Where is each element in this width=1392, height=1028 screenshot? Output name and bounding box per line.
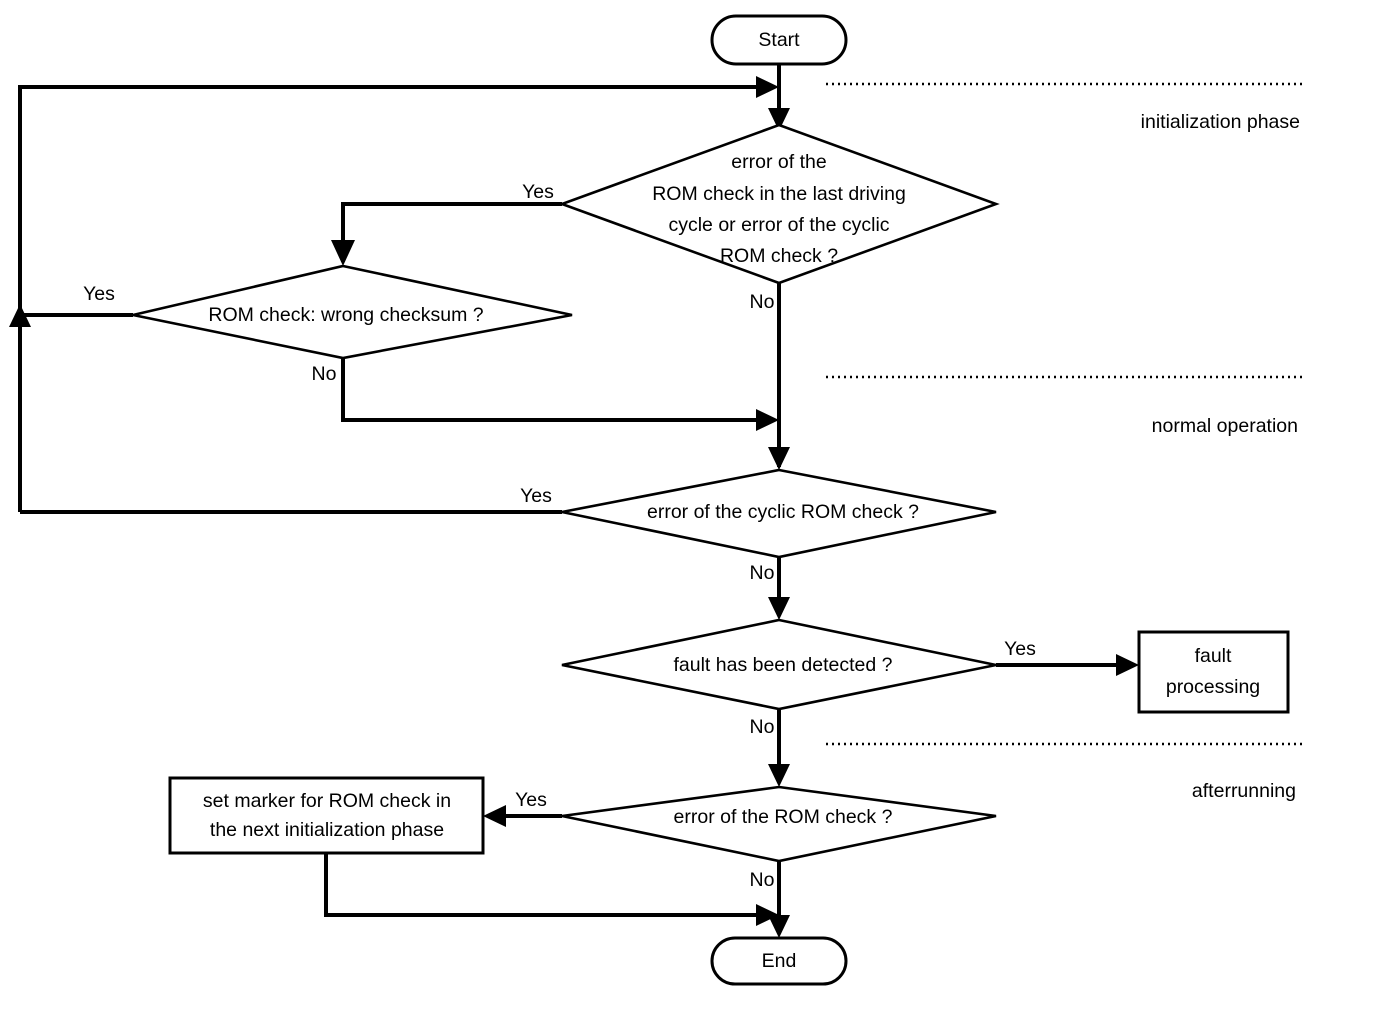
process-set-marker-line-1: set marker for ROM check in: [203, 790, 451, 812]
phase-label-initialization: initialization phase: [1141, 111, 1300, 133]
arrowhead-into-checksum-decision: [331, 240, 355, 266]
arrowhead-into-rom-check-decision: [768, 764, 790, 787]
connector-init-yes-to-checksum: [341, 202, 562, 262]
node-end[interactable]: End: [710, 936, 848, 986]
decision-cyclic-rom-shape: [561, 468, 997, 559]
node-decision-rom-check[interactable]: error of the ROM check ?: [561, 785, 997, 863]
node-decision-init-rom[interactable]: error of the ROM check in the last drivi…: [558, 123, 1000, 285]
decision-fault-detected-label: fault has been detected ?: [673, 654, 892, 676]
arrowhead-set-marker-join: [756, 904, 779, 926]
decision-init-rom-line-2: ROM check in the last driving: [652, 183, 906, 205]
end-shape: [710, 936, 848, 986]
process-set-marker-line-2: the next initialization phase: [210, 819, 444, 841]
decision-checksum-label: ROM check: wrong checksum ?: [208, 304, 483, 326]
connector-checksum-no-to-trunk: [341, 358, 768, 422]
arrowhead-into-end: [768, 915, 790, 938]
decision-rom-check-label: error of the ROM check ?: [674, 806, 893, 828]
edge-label-cyclic-rom-no: No: [750, 562, 775, 584]
node-process-fault[interactable]: fault processing: [1137, 630, 1290, 714]
arrowhead-into-cyclic-rom-decision: [768, 447, 790, 470]
edge-label-cyclic-rom-yes: Yes: [520, 485, 552, 507]
arrowhead-into-fault-detected-decision: [768, 597, 790, 620]
edge-label-checksum-no: No: [312, 363, 337, 385]
decision-cyclic-rom-label: error of the cyclic ROM check ?: [647, 501, 919, 523]
node-decision-checksum[interactable]: ROM check: wrong checksum ?: [132, 264, 573, 360]
decision-init-rom-line-3: cycle or error of the cyclic: [668, 214, 889, 236]
connector-outer-loop-to-init: [18, 85, 768, 315]
edge-label-rom-check-yes: Yes: [515, 789, 547, 811]
arrowhead-into-set-marker: [483, 805, 506, 827]
start-label: Start: [758, 29, 800, 51]
end-label: End: [762, 950, 797, 972]
decision-fault-detected-shape: [561, 618, 997, 711]
edge-label-fault-detected-yes: Yes: [1004, 638, 1036, 660]
edge-label-fault-detected-no: No: [750, 716, 775, 738]
arrowhead-checksum-no-join: [756, 409, 779, 431]
process-fault-line-1: fault: [1195, 645, 1232, 667]
node-start[interactable]: Start: [710, 14, 848, 66]
arrowhead-left-rail-up: [9, 304, 31, 327]
connector-set-marker-to-end-trunk: [324, 853, 768, 917]
edge-label-init-rom-yes: Yes: [522, 181, 554, 203]
arrowhead-into-init-decision: [768, 108, 790, 131]
arrowhead-into-fault-processing: [1116, 654, 1139, 676]
edge-label-checksum-yes: Yes: [83, 283, 115, 305]
edge-label-init-rom-no: No: [750, 291, 775, 313]
decision-rom-check-shape: [561, 785, 997, 863]
process-fault-shape: [1137, 630, 1290, 714]
decision-init-rom-line-1: error of the: [731, 151, 826, 173]
node-decision-cyclic-rom[interactable]: error of the cyclic ROM check ?: [561, 468, 997, 559]
node-process-set-marker[interactable]: set marker for ROM check in the next ini…: [168, 776, 485, 855]
phase-label-afterrunning: afterrunning: [1192, 780, 1296, 802]
process-fault-line-2: processing: [1166, 676, 1260, 698]
decision-init-rom-line-4: ROM check ?: [720, 245, 838, 267]
decision-checksum-shape: [132, 264, 573, 360]
phase-label-normal-operation: normal operation: [1152, 415, 1298, 437]
decision-init-rom-shape: [558, 123, 1000, 285]
node-decision-fault-detected[interactable]: fault has been detected ?: [561, 618, 997, 711]
process-set-marker-shape: [168, 776, 485, 855]
arrowhead-outer-loop-join: [756, 76, 779, 98]
edge-label-rom-check-no: No: [750, 869, 775, 891]
start-shape: [710, 14, 848, 66]
